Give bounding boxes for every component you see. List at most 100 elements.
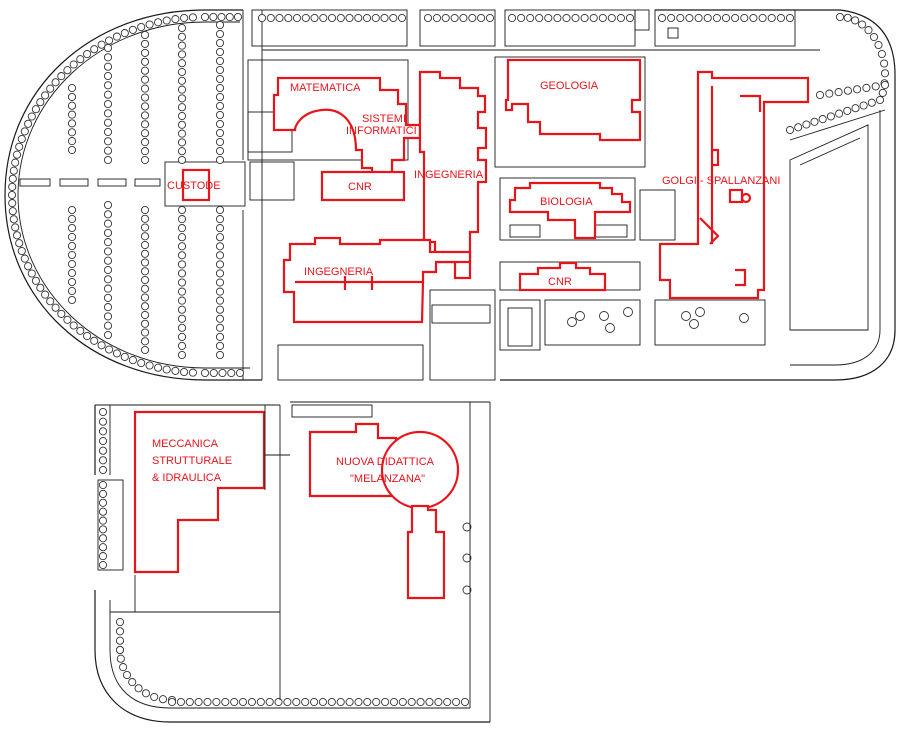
tree-icon [67,119,77,128]
tree-icon [517,13,526,23]
tree-icon [15,239,24,248]
tree-icon [336,697,345,707]
tree-icon [140,39,150,48]
tree-icon [462,522,472,532]
tree-icon [802,120,811,129]
tree-icon [507,13,517,23]
tree-icon [215,332,225,341]
tree-icon [215,83,225,93]
tree-icon [233,12,243,22]
tree-icon [140,267,150,276]
tree-icon [185,697,194,707]
tree-icon [115,645,125,655]
tree-icon [607,13,616,23]
tree-icon [24,119,33,128]
tree-icon [177,296,187,305]
tree-icon [425,697,434,707]
golgi-inner-circle [740,192,752,204]
tree-icon [230,697,239,707]
label-sistemi-1: SISTEMI [362,113,406,125]
building-cnr-1[interactable] [320,170,406,202]
tree-icon [7,190,17,200]
building-biologia[interactable] [508,181,632,240]
tree-icon [103,228,113,237]
tree-icon [140,310,150,320]
tree-icon [362,13,372,23]
tree-icon [354,13,363,23]
tree-icon [103,284,113,293]
tree-icon [41,290,50,299]
tree-icon [140,84,150,93]
tree-icon [98,417,108,426]
tree-icon [98,427,108,436]
tree-icon [215,101,225,111]
tree-icon [526,13,535,23]
tree-icon [209,12,218,22]
tree-icon [177,32,187,41]
tree-icon [625,13,635,23]
building-nuova-didattica-stem[interactable] [406,504,446,600]
tree-icon [657,13,667,23]
tree-icon [140,147,150,156]
tree-icon [215,224,225,233]
tree-icon [177,85,187,94]
tree-icon [215,260,225,269]
tree-icon [815,90,825,100]
tree-icon [877,49,886,59]
tree-icon [177,287,187,296]
tree-icon [180,13,189,23]
tree-icon [171,366,180,375]
building-cnr-2[interactable] [518,261,607,292]
tree-icon [67,286,77,296]
tree-icon [215,128,225,138]
tree-icon [140,111,150,120]
tree-icon [162,365,171,374]
label-custode: CUSTODE [167,180,221,192]
tree-icon [785,13,795,23]
tree-icon [140,223,150,232]
tree-icon [215,287,225,296]
label-ingegneria-horizontal: INGEGNERIA [304,266,374,278]
tree-icon [834,88,843,97]
tree-icon [140,93,150,102]
tree-icon [12,150,22,159]
tree-icon [218,368,227,378]
tree-icon [257,13,267,23]
tree-icon [177,332,187,341]
tree-icon [380,13,389,23]
building-custode[interactable] [181,168,211,202]
building-geologia[interactable] [504,58,642,142]
tree-icon [862,83,871,92]
building-nuova-didattica-body[interactable] [308,422,398,498]
tree-icon [575,311,585,321]
tree-icon [869,32,879,42]
tree-icon [67,259,77,269]
tree-icon [880,80,890,90]
tree-icon [416,697,425,707]
tree-icon [851,104,860,113]
tree-icon [9,166,18,175]
tree-icon [103,238,113,247]
tree-icon [354,697,363,707]
golgi-inner-wall-4 [712,148,720,167]
tree-icon [188,368,197,377]
tree-icon [468,13,477,23]
tree-icon [140,284,150,293]
tree-icon [103,53,113,62]
tree-icon [676,13,685,23]
tree-icon [69,321,78,330]
tree-icon [103,62,113,71]
tree-icon [835,109,844,118]
building-ingegneria-horizontal[interactable] [282,236,472,324]
tree-icon [140,30,150,40]
building-nuova-didattica-dome[interactable] [380,430,460,510]
tree-icon [145,361,154,370]
tree-icon [103,137,113,146]
tree-icon [462,553,472,563]
tree-icon [98,498,108,507]
building-golgi-spallanzani[interactable] [658,70,810,300]
tree-icon [103,43,113,53]
label-geologia: GEOLOGIA [540,80,599,92]
building-meccanica[interactable] [133,410,266,574]
tree-icon [27,112,36,121]
